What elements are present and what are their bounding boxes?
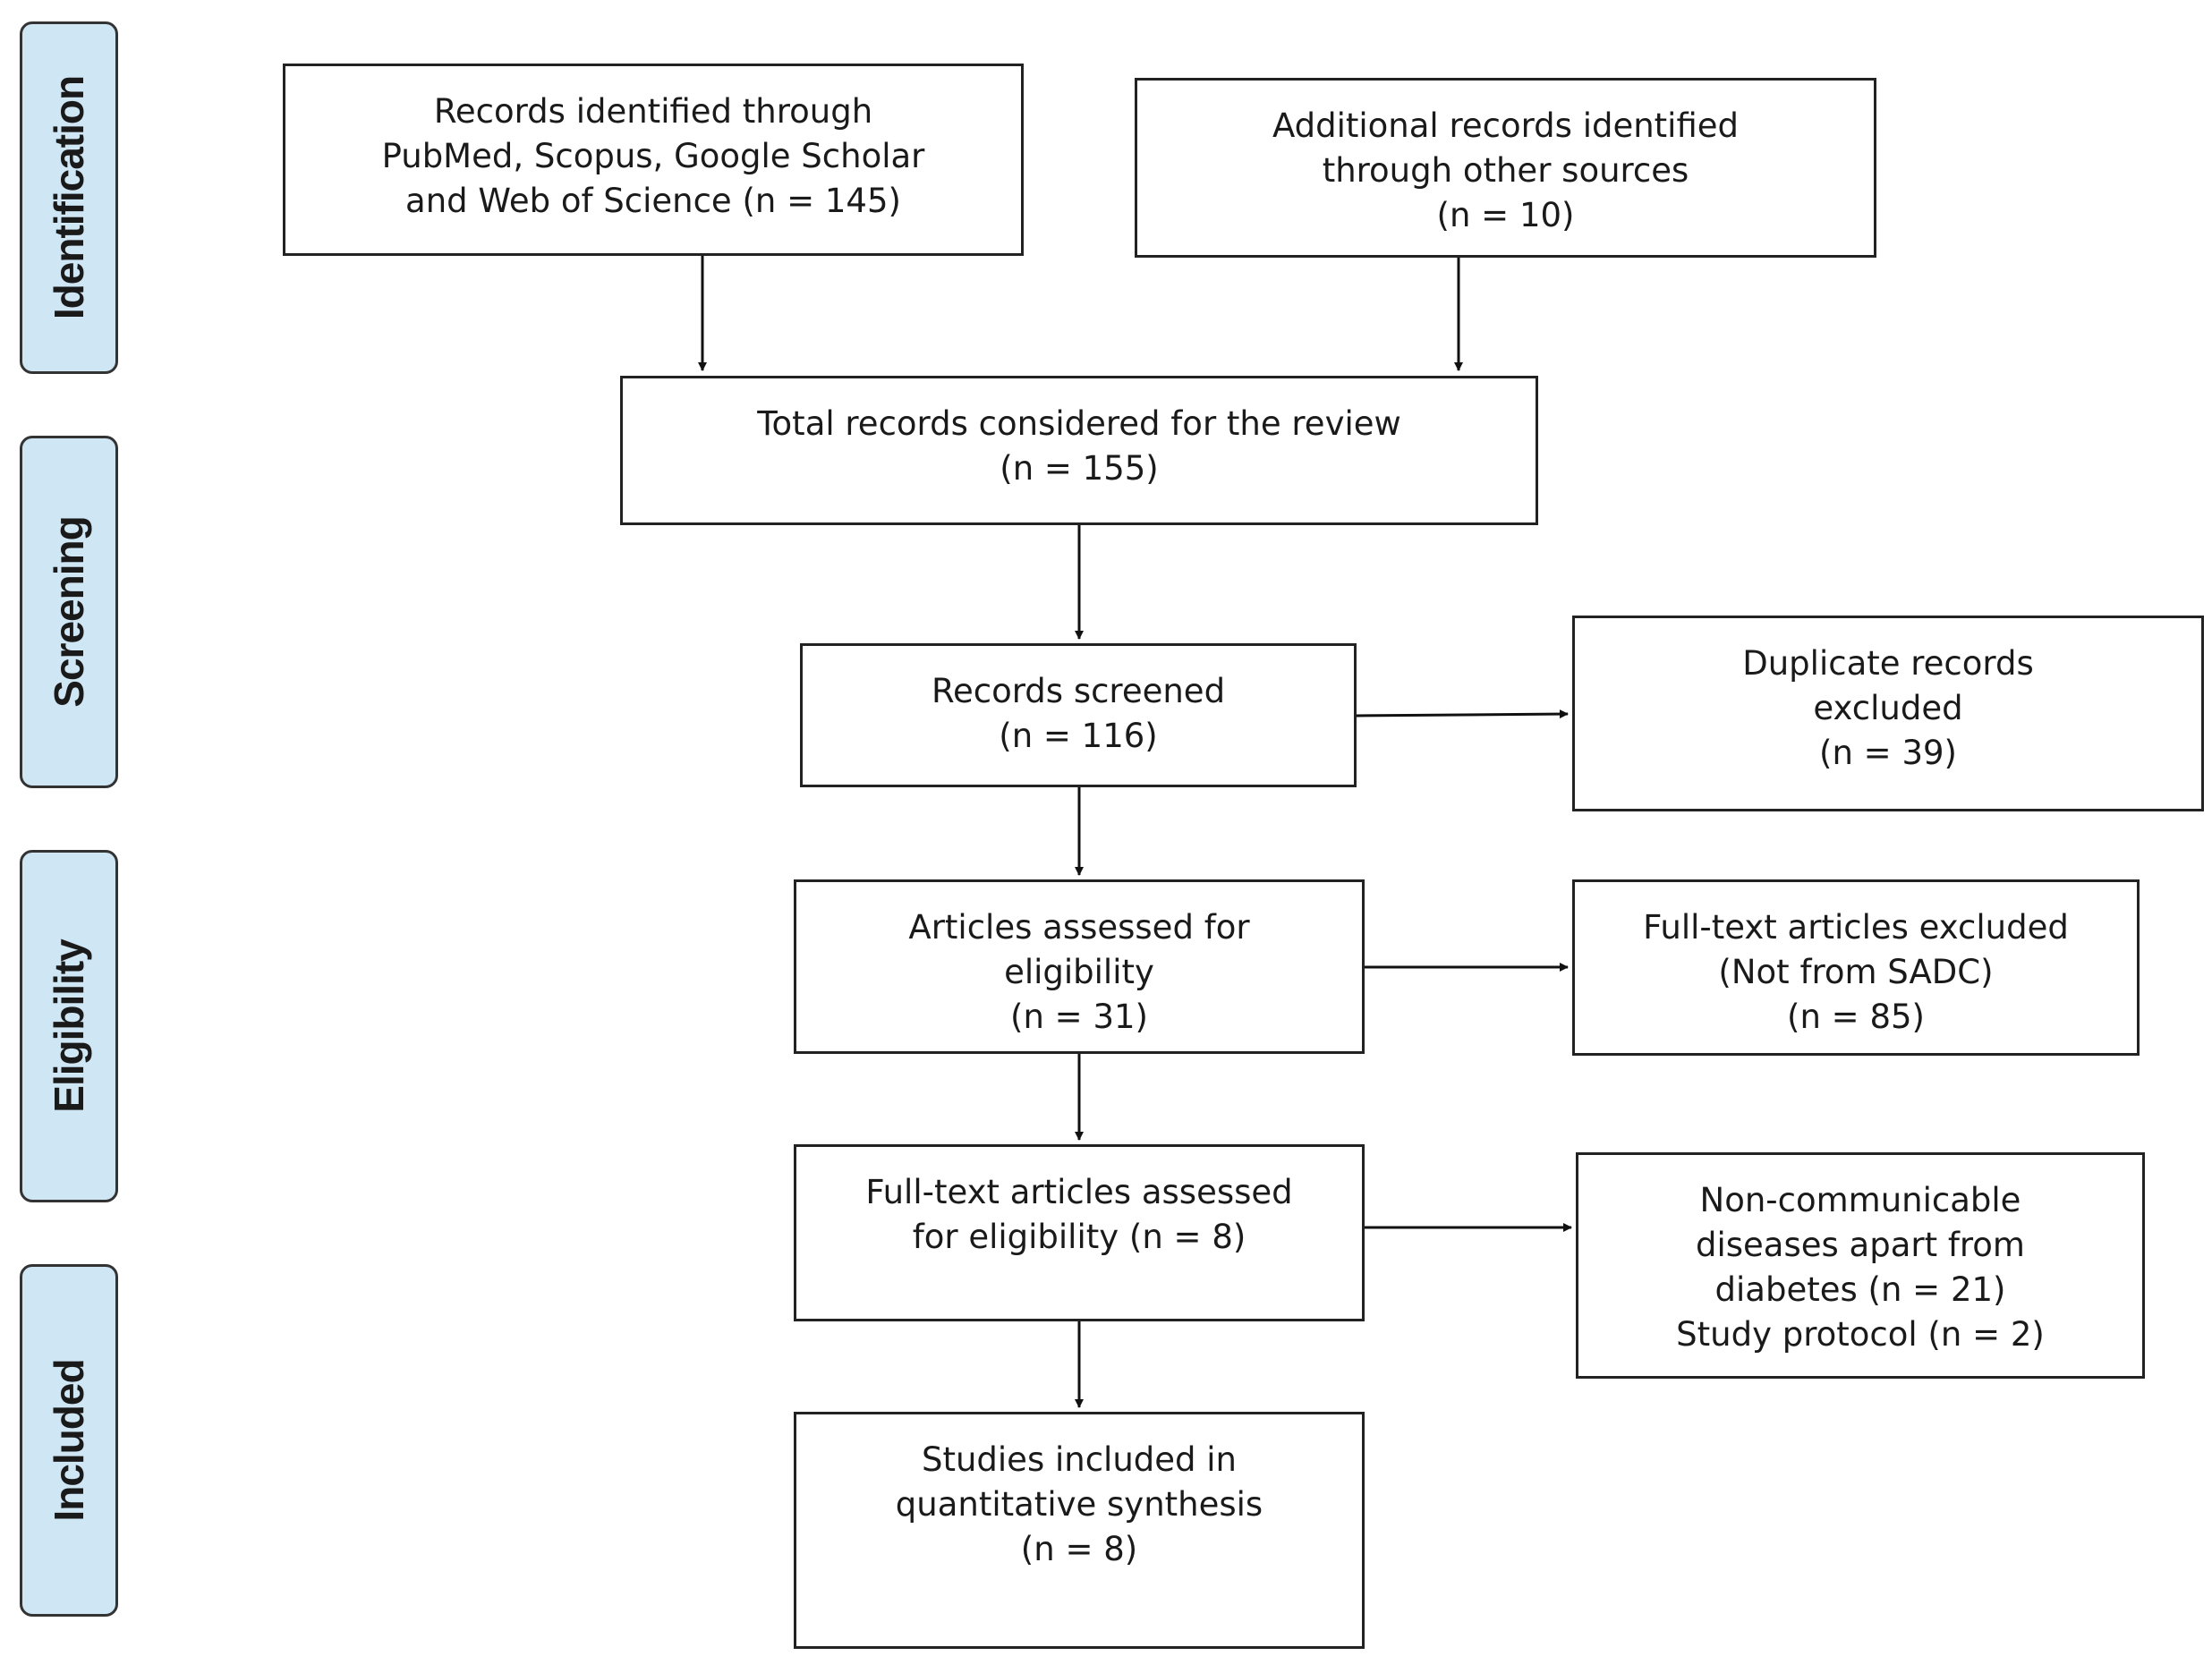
box-studies-included: Studies included in quantitative synthes…: [794, 1412, 1365, 1649]
box-line: and Web of Science (n = 145): [405, 182, 901, 220]
box-line: Duplicate records: [1742, 644, 2034, 683]
box-ncd-excluded: Non-communicable diseases apart from dia…: [1576, 1152, 2145, 1379]
box-line: Study protocol (n = 2): [1676, 1315, 2045, 1354]
box-additional-records: Additional records identified through ot…: [1135, 78, 1876, 258]
box-line: Total records considered for the review: [757, 404, 1401, 443]
box-line: Additional records identified: [1272, 106, 1740, 145]
box-line: Records screened: [931, 672, 1226, 710]
box-line: for eligibility (n = 8): [912, 1218, 1246, 1256]
box-fulltext-excluded-sadc: Full-text articles excluded (Not from SA…: [1572, 879, 2140, 1056]
box-line: eligibility: [1004, 953, 1154, 991]
box-line: PubMed, Scopus, Google Scholar: [381, 137, 925, 175]
stage-tab-included: Included: [20, 1264, 118, 1617]
box-line: diabetes (n = 21): [1714, 1270, 2006, 1309]
box-line: Full-text articles assessed: [865, 1173, 1293, 1211]
box-line: (n = 116): [999, 717, 1158, 755]
box-line: Non-communicable: [1699, 1181, 2021, 1219]
box-line: Records identified through: [433, 92, 873, 131]
box-line: (n = 10): [1436, 196, 1575, 234]
box-line: Articles assessed for: [908, 908, 1250, 947]
box-articles-assessed: Articles assessed for eligibility (n = 3…: [794, 879, 1365, 1054]
box-line: diseases apart from: [1696, 1226, 2025, 1264]
box-line: (n = 39): [1819, 734, 1957, 772]
box-line: through other sources: [1322, 151, 1689, 190]
box-line: Full-text articles excluded: [1643, 908, 2069, 947]
box-records-identified: Records identified through PubMed, Scopu…: [283, 64, 1024, 256]
box-line: Studies included in: [921, 1440, 1238, 1479]
box-line: (Not from SADC): [1718, 953, 1994, 991]
box-duplicates-excluded: Duplicate records excluded (n = 39): [1572, 616, 2204, 811]
box-line: (n = 85): [1787, 998, 1925, 1036]
stage-tab-identification: Identification: [20, 21, 118, 374]
stage-tab-eligibility: Eligibility: [20, 850, 118, 1202]
box-line: (n = 31): [1010, 998, 1148, 1036]
box-line: excluded: [1813, 689, 1963, 727]
box-line: (n = 8): [1020, 1530, 1138, 1568]
box-line: (n = 155): [1000, 449, 1159, 488]
box-fulltext-assessed: Full-text articles assessed for eligibil…: [794, 1144, 1365, 1321]
stage-tab-screening: Screening: [20, 436, 118, 788]
box-line: quantitative synthesis: [895, 1485, 1263, 1524]
arrow-screened-to-duplicates: [1356, 709, 1569, 719]
box-records-screened: Records screened (n = 116): [800, 643, 1357, 787]
box-total-records: Total records considered for the review …: [620, 376, 1538, 525]
